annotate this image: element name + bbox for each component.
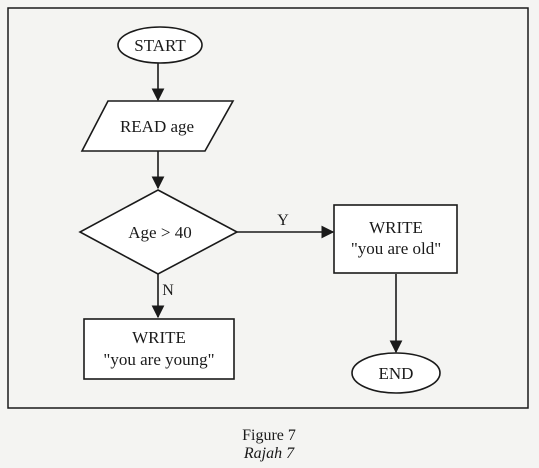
node-read-age: READ age bbox=[80, 100, 235, 152]
edge-label-no: N bbox=[162, 282, 174, 299]
node-write-old: WRITE "you are old" bbox=[333, 204, 458, 274]
diagram-frame bbox=[7, 7, 529, 409]
node-end: END bbox=[351, 352, 441, 394]
input-shape-read bbox=[80, 100, 235, 152]
node-write-old-line2: "you are old" bbox=[351, 239, 441, 258]
process-shape-young bbox=[83, 318, 235, 380]
node-decision-label: Age > 40 bbox=[128, 223, 191, 242]
decision-shape bbox=[78, 189, 239, 275]
terminal-shape-end bbox=[351, 352, 441, 394]
node-start-label: START bbox=[134, 36, 186, 55]
node-start: START bbox=[117, 26, 203, 64]
node-write-old-line1: WRITE bbox=[369, 218, 423, 237]
process-shape-old bbox=[333, 204, 458, 274]
edge-label-yes: Y bbox=[277, 212, 289, 229]
node-write-young-line2: "you are young" bbox=[103, 350, 214, 369]
terminal-shape-start bbox=[117, 26, 203, 64]
node-decision: Age > 40 bbox=[78, 189, 239, 275]
figure-caption: Figure 7 bbox=[242, 427, 296, 444]
node-write-young: WRITE "you are young" bbox=[83, 318, 235, 380]
figure-caption-translation: Rajah 7 bbox=[243, 445, 295, 462]
node-end-label: END bbox=[379, 364, 414, 383]
node-read-label: READ age bbox=[120, 117, 194, 136]
node-write-young-line1: WRITE bbox=[132, 328, 186, 347]
